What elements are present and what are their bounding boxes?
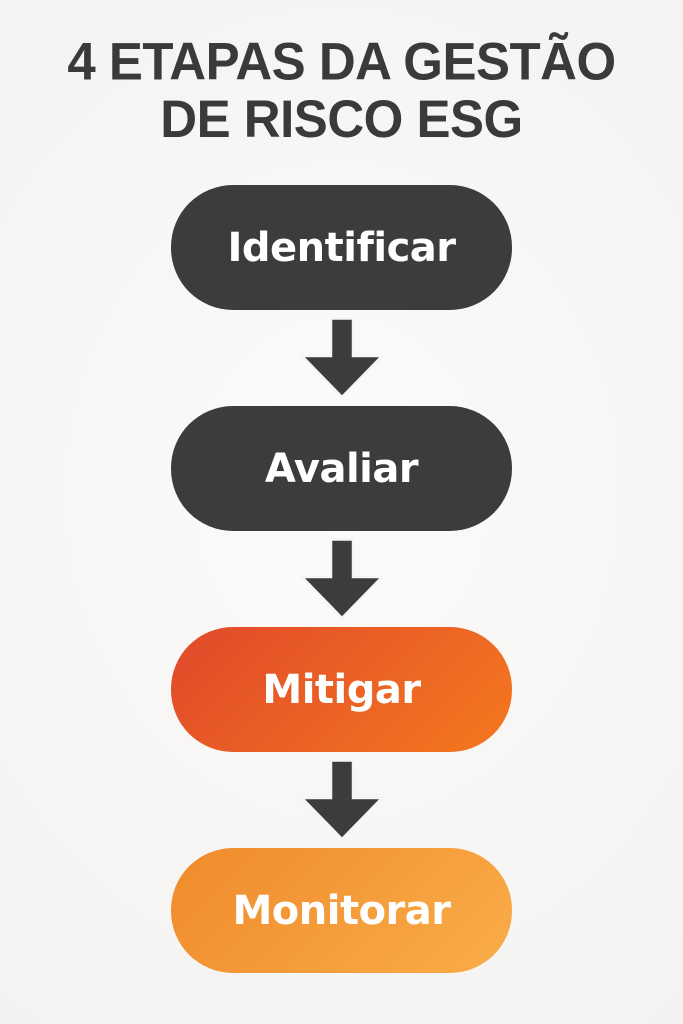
step-pill-monitorar: Monitorar	[171, 848, 512, 974]
step-label: Avaliar	[264, 445, 419, 492]
down-arrow-icon	[299, 317, 384, 399]
step-pill-avaliar: Avaliar	[171, 406, 512, 532]
step-label: Identificar	[227, 224, 457, 271]
step-label: Monitorar	[232, 887, 451, 934]
page-title-line-2: DE RISCO ESG	[160, 88, 523, 148]
page-title-line-1: 4 ETAPAS DA GESTÃO	[67, 31, 616, 92]
esg-steps-diagram: Identificar Avaliar Mitigar Monitorar	[171, 185, 512, 974]
down-arrow-icon	[299, 538, 384, 620]
page-title: 4 ETAPAS DA GESTÃO DE RISCO ESG	[67, 31, 616, 148]
step-label: Mitigar	[262, 666, 421, 713]
step-pill-identificar: Identificar	[171, 185, 512, 311]
down-arrow-icon	[299, 759, 384, 841]
step-pill-mitigar: Mitigar	[171, 627, 512, 753]
